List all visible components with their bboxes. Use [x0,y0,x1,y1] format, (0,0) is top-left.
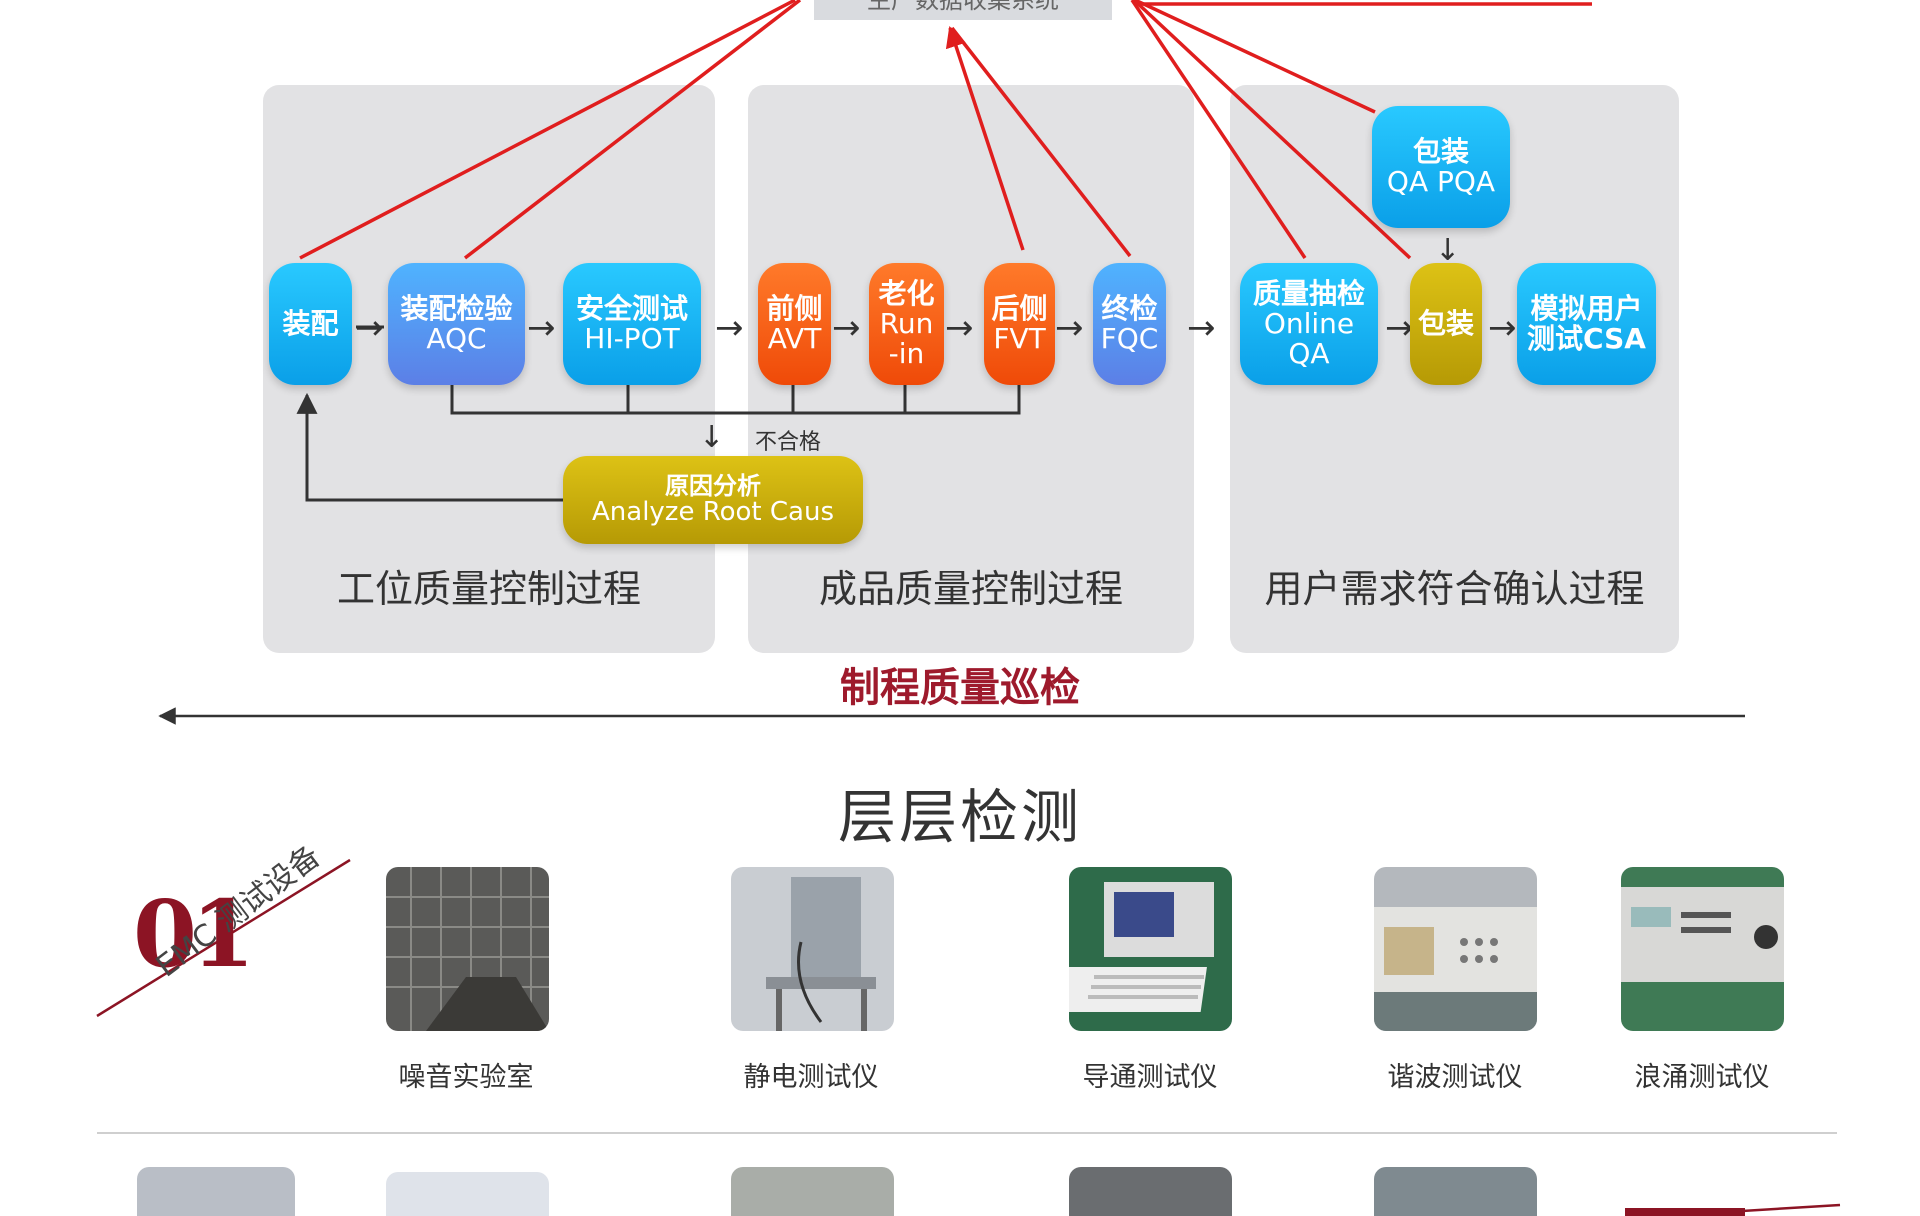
node-final-fqc[interactable]: 终检 FQC [1093,263,1166,385]
equipment-photo [1069,1167,1232,1216]
continuity-tester-photo [1069,867,1232,1031]
node-rear-fvt[interactable]: 后侧 FVT [984,263,1055,385]
fail-label: 不合格 [755,430,822,455]
node-aging[interactable]: 老化 Run -in [869,263,944,385]
surge-tester-photo [1621,867,1784,1031]
node-assembly[interactable]: 装配 [269,263,352,385]
node-online-qa[interactable]: 质量抽检 Online QA [1240,263,1378,385]
node-csa[interactable]: 模拟用户 测试CSA [1517,263,1656,385]
node-safety-test[interactable]: 安全测试 HI-POT [563,263,701,385]
equipment-photo [137,1167,295,1216]
equipment-caption: 噪音实验室 [398,1062,534,1093]
section-divider [97,1132,1837,1134]
emc-badge: 01 EMC 测试设备 [95,839,395,1040]
equipment-caption: 谐波测试仪 [1387,1062,1523,1093]
node-packaging[interactable]: 包装 [1410,263,1482,385]
esd-tester-photo [731,867,894,1031]
equipment-photo [731,1167,894,1216]
route-inspection-title: 制程质量巡检 [840,665,1080,711]
badge-number-partial [1625,1208,1745,1216]
node-root-cause[interactable]: 原因分析 Analyze Root Caus [563,456,863,544]
node-pack-qa[interactable]: 包装 QA PQA [1372,106,1510,228]
panel-title: 成品质量控制过程 [818,567,1123,611]
badge-number: 01 [133,880,255,988]
node-assembly-check[interactable]: 装配检验 AQC [388,263,525,385]
noise-lab-photo [386,867,549,1031]
panel-title: 工位质量控制过程 [336,567,641,611]
equipment-caption: 静电测试仪 [743,1062,879,1093]
node-front-avt[interactable]: 前侧 AVT [758,263,831,385]
harmonic-tester-photo [1374,867,1537,1031]
panel-title: 用户需求符合确认过程 [1264,567,1645,611]
equipment-photo [1374,1167,1537,1216]
section-title: 层层检测 [837,783,1082,851]
equipment-caption: 导通测试仪 [1082,1062,1218,1093]
equipment-caption: 浪涌测试仪 [1634,1062,1770,1093]
data-collection-box: 生产数据收集系统 [814,0,1112,20]
equipment-photo [386,1172,549,1216]
svg-text:→: → [715,308,744,348]
